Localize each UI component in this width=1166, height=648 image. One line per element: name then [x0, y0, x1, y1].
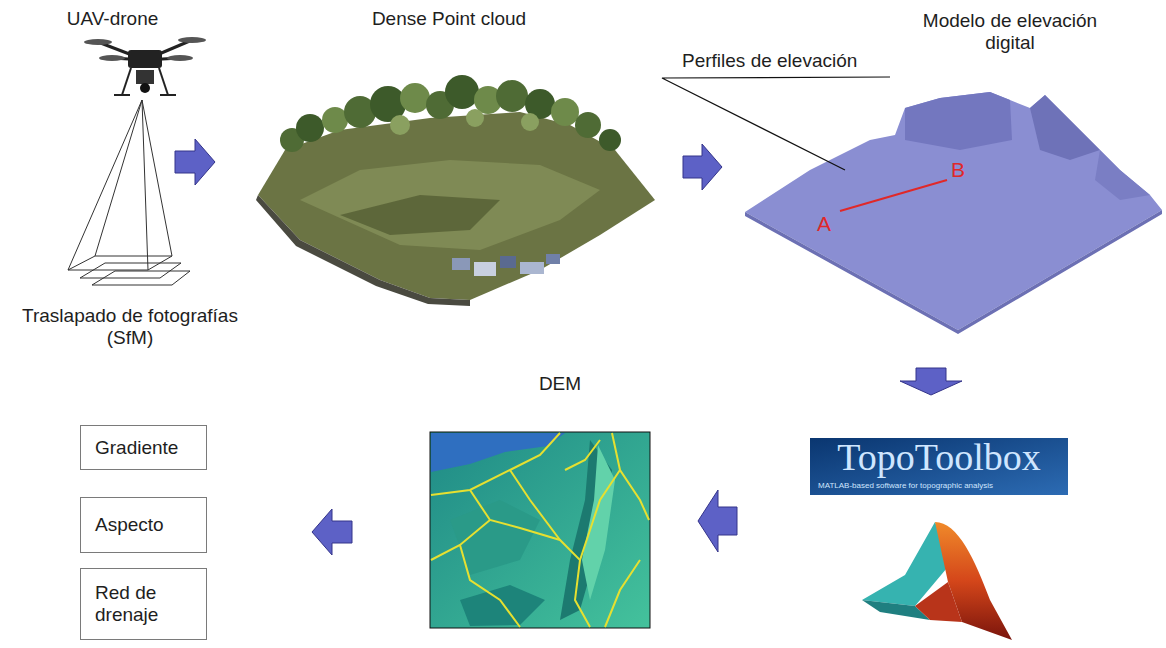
- dem-map-part: [450, 500, 540, 575]
- point-label: B: [951, 159, 965, 181]
- box-label: Gradiente: [95, 437, 178, 459]
- point-cloud-picture-part: [546, 254, 560, 264]
- elevation-model-picture-part: [1030, 95, 1100, 160]
- point-cloud-picture-part: [500, 256, 516, 268]
- drainage-rivers-part: [431, 433, 560, 495]
- photo-frustum-part: [68, 100, 142, 270]
- point-cloud-picture-part: [296, 114, 324, 142]
- point-cloud-picture-part: [466, 109, 484, 127]
- drainage-rivers-part: [460, 545, 520, 627]
- block-arrow: [683, 144, 722, 190]
- point-cloud-picture-part: [521, 113, 539, 131]
- drone-icon-part: [136, 70, 154, 84]
- dem-map-part: [430, 432, 650, 628]
- point-cloud-picture-part: [575, 112, 601, 138]
- drone-icon-part: [84, 39, 112, 45]
- drone-stage: UAV-droneTraslapado de fotografías (SfM): [0, 0, 172, 355]
- stage-title: Dense Point cloud: [218, 8, 680, 30]
- stage-caption: Traslapado de fotografías (SfM): [10, 305, 250, 349]
- profile-line: [840, 180, 947, 211]
- point-cloud-picture-part: [390, 115, 410, 135]
- elevation-model-picture-part: [905, 92, 1012, 150]
- block-arrow: [312, 509, 352, 555]
- point-cloud-stage: Dense Point cloud: [218, 0, 680, 310]
- drone-icon-part: [167, 55, 193, 61]
- logo-tagline: MATLAB-based software for topographic an…: [818, 481, 1058, 491]
- matlab-logo: [862, 522, 1012, 640]
- point-cloud-picture-part: [551, 98, 579, 126]
- dem-map: [430, 432, 650, 628]
- stage-title: DEM: [510, 373, 610, 395]
- software-stage: TopoToolboxMATLAB-based software for top…: [740, 398, 1090, 648]
- dem-map-part: [431, 433, 565, 472]
- drainage-rivers-part: [510, 470, 560, 540]
- dem-stage: DEM: [355, 365, 695, 648]
- stage-title: UAV-drone: [30, 8, 195, 30]
- point-cloud-picture-part: [452, 258, 470, 270]
- drainage-rivers-part: [565, 440, 600, 470]
- drone-icon-part: [178, 37, 206, 43]
- block-arrow: [900, 368, 962, 395]
- drainage-rivers: [431, 433, 649, 627]
- output-box: Gradiente: [80, 425, 207, 470]
- block-arrow: [175, 139, 215, 185]
- point-label: A: [817, 213, 831, 235]
- drainage-rivers-part: [612, 433, 649, 520]
- photo-frustum-part: [142, 100, 172, 256]
- matlab-logo-part: [935, 522, 1012, 640]
- drainage-rivers-part: [470, 490, 590, 627]
- point-cloud-picture-part: [258, 112, 655, 300]
- elevation-model-picture-part: [745, 210, 1162, 334]
- drone-icon-part: [160, 94, 176, 96]
- output-box: Aspecto: [80, 497, 207, 553]
- output-box: Red de drenaje: [80, 568, 207, 640]
- dem-map-part: [460, 585, 545, 626]
- drone-icon-part: [99, 55, 125, 61]
- block-arrow: [698, 490, 737, 552]
- box-label: Aspecto: [95, 514, 164, 536]
- box-label: Red de drenaje: [95, 582, 200, 626]
- point-cloud-picture-part: [520, 262, 544, 274]
- matlab-logo-part: [915, 582, 962, 622]
- point-cloud-picture-part: [340, 195, 500, 235]
- elevation-model-picture-part: [745, 92, 1162, 330]
- drone-icon-part: [122, 68, 131, 95]
- drone-icon: [84, 37, 206, 95]
- elevation-model-picture: [745, 92, 1162, 334]
- drainage-rivers-part: [605, 560, 640, 627]
- drone-icon-part: [114, 94, 130, 96]
- point-cloud-picture-part: [496, 80, 528, 112]
- callout-label: Perfiles de elevación: [682, 50, 857, 72]
- drone-icon-part: [159, 68, 168, 95]
- drone-icon-part: [128, 50, 162, 68]
- drone-icon-part: [140, 83, 150, 93]
- drainage-rivers-part: [580, 470, 620, 560]
- point-cloud-picture-part: [445, 75, 479, 109]
- point-cloud-picture: [256, 75, 655, 306]
- stage-title: Modelo de elevación digital: [910, 10, 1110, 54]
- drainage-rivers-part: [431, 520, 490, 560]
- photo-frustum-part: [95, 100, 142, 256]
- point-cloud-picture-part: [256, 195, 470, 306]
- point-cloud-picture-part: [400, 83, 430, 113]
- point-cloud-picture-part: [474, 262, 496, 276]
- photo-frustum: [68, 100, 190, 285]
- dem-map-part: [582, 445, 615, 600]
- photo-frustum-part: [80, 263, 181, 278]
- point-cloud-picture-part: [599, 129, 621, 151]
- logo-text: TopoToolbox: [810, 436, 1068, 478]
- elevation-model-picture-part: [1095, 150, 1150, 200]
- point-cloud-picture-part: [300, 160, 600, 250]
- profile-line-part: [840, 180, 947, 211]
